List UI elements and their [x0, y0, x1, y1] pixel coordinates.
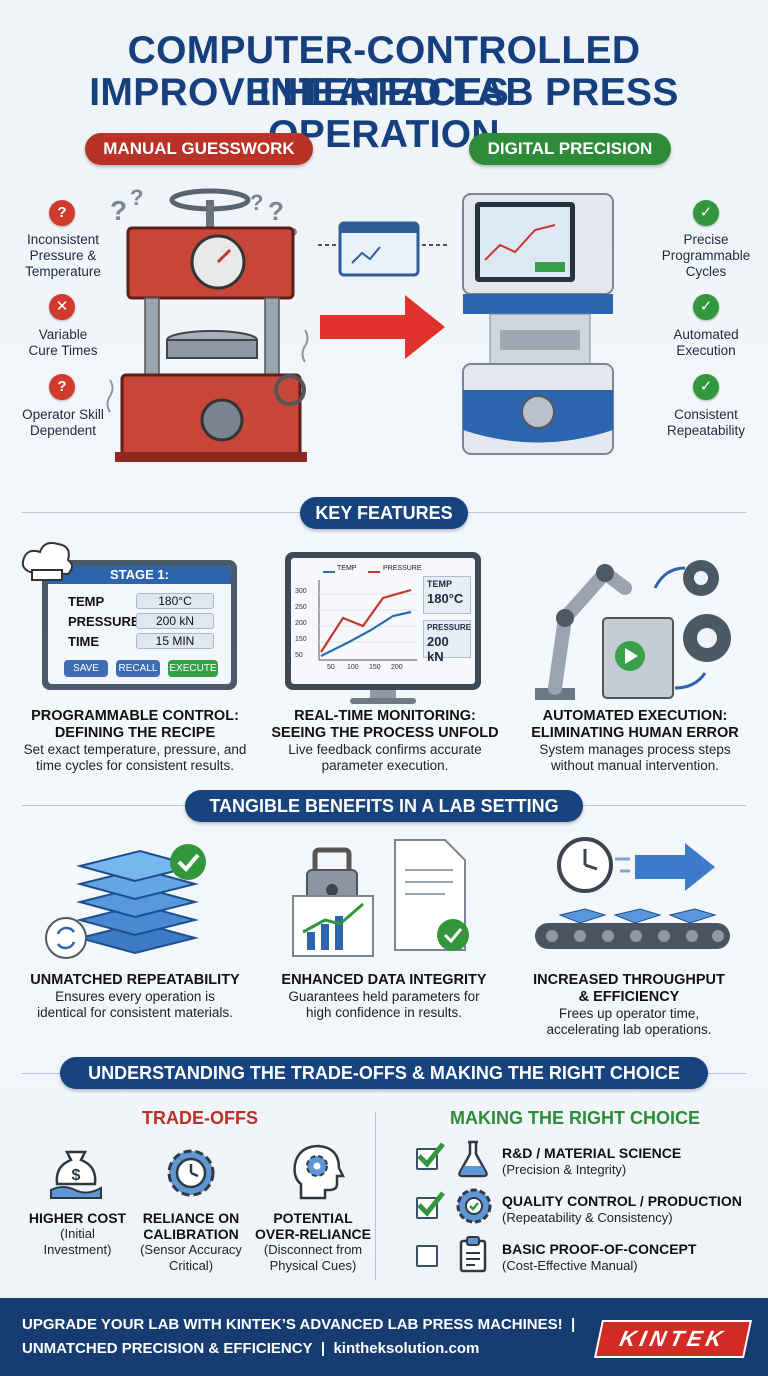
digital-point-3: Consistent Repeatability	[666, 407, 746, 438]
recipe-pressure-value[interactable]: 200 kN	[136, 613, 214, 629]
temp-readout: TEMP 180°C	[423, 576, 471, 614]
recall-button[interactable]: RECALL	[116, 660, 160, 677]
feature-programmable-control: PROGRAMMABLE CONTROL: DEFINING THE RECIP…	[23, 708, 247, 773]
manual-point-3: Operator Skill Dependent	[22, 407, 104, 438]
manual-press-illustration: ? ? ? ? ?	[106, 185, 309, 462]
recipe-temp-value[interactable]: 180°C	[136, 593, 214, 609]
x-tick: 50	[327, 664, 335, 671]
benefit-repeatability: UNMATCHED REPEATABILITY Ensures every op…	[30, 972, 240, 1020]
recipe-time-label: TIME	[68, 634, 100, 649]
footer-line-2: UNMATCHED PRECISION & EFFICIENCY | kinth…	[22, 1340, 480, 1357]
y-tick: 250	[295, 604, 307, 611]
choice-checkbox-poc[interactable]	[416, 1245, 438, 1267]
throughput-illustration	[535, 837, 730, 949]
feature-automated-execution: AUTOMATED EXECUTION: ELIMINATING HUMAN E…	[531, 708, 739, 773]
y-tick: 300	[295, 588, 307, 595]
transition-arrow-illustration	[318, 221, 450, 359]
manual-point-2: Variable Cure Times	[28, 327, 98, 358]
digital-point-1: Precise Programmable Cycles	[661, 232, 751, 279]
footer-banner: UPGRADE YOUR LAB WITH KINTEK’S ADVANCED …	[0, 1298, 768, 1376]
x-icon: ✕	[49, 294, 75, 320]
check-icon: ✓	[693, 374, 719, 400]
choice-poc: BASIC PROOF-OF-CONCEPT (Cost-Effective M…	[502, 1241, 697, 1273]
stacked-layers-illustration	[45, 844, 206, 959]
digital-point-2: Automated Execution	[673, 327, 739, 358]
making-choice-label: MAKING THE RIGHT CHOICE	[450, 1108, 700, 1128]
svg-text:?: ?	[130, 185, 143, 210]
check-icon: ✓	[693, 200, 719, 226]
save-button[interactable]: SAVE	[64, 660, 108, 677]
check-mark-icon	[417, 1191, 445, 1217]
svg-text:$: $	[72, 1167, 81, 1184]
key-features-heading: KEY FEATURES	[300, 497, 468, 529]
clipboard-icon	[459, 1236, 487, 1273]
y-tick: 200	[295, 620, 307, 627]
digital-press-illustration	[462, 193, 614, 455]
svg-text:?: ?	[250, 190, 263, 215]
badge-gear-icon	[456, 1188, 492, 1224]
kintek-logo[interactable]: KINTEK	[593, 1320, 753, 1358]
robot-arm-illustration	[535, 560, 731, 700]
flask-icon	[458, 1140, 488, 1178]
legend-temp: TEMP	[337, 565, 357, 572]
data-integrity-illustration	[292, 839, 469, 957]
tradeoff-calibration: RELIANCE ON CALIBRATION (Sensor Accuracy…	[140, 1210, 242, 1273]
tradeoffs-label: TRADE-OFFS	[142, 1108, 258, 1128]
feature-real-time-monitoring: REAL-TIME MONITORING: SEEING THE PROCESS…	[271, 708, 499, 773]
benefit-data-integrity: ENHANCED DATA INTEGRITY Guarantees held …	[281, 972, 487, 1020]
footer-url-link[interactable]: kintheksolution.com	[333, 1340, 480, 1357]
monitor-base	[350, 698, 416, 704]
choice-qc: QUALITY CONTROL / PRODUCTION (Repeatabil…	[502, 1193, 742, 1225]
digital-precision-label: DIGITAL PRECISION	[469, 133, 671, 165]
choice-rnd: R&D / MATERIAL SCIENCE (Precision & Inte…	[502, 1145, 682, 1177]
legend-pressure: PRESSURE	[383, 565, 422, 572]
y-tick: 150	[295, 636, 307, 643]
recipe-stage-label: STAGE 1:	[48, 566, 231, 584]
recipe-temp-label: TEMP	[68, 594, 105, 609]
y-tick: 50	[295, 652, 303, 659]
tradeoff-over-reliance: POTENTIAL OVER-RELIANCE (Disconnect from…	[255, 1210, 371, 1273]
svg-text:?: ?	[110, 195, 127, 226]
chef-hat-icon	[21, 542, 73, 581]
question-icon: ?	[49, 374, 75, 400]
benefits-heading: TANGIBLE BENEFITS IN A LAB SETTING	[185, 790, 583, 822]
x-tick: 150	[369, 664, 381, 671]
recipe-pressure-label: PRESSURE	[68, 614, 140, 629]
x-tick: 200	[391, 664, 403, 671]
manual-guesswork-label: MANUAL GUESSWORK	[85, 133, 313, 165]
monitor-stand	[370, 690, 396, 700]
question-icon: ?	[49, 200, 75, 226]
execute-button[interactable]: EXECUTE	[168, 660, 218, 677]
manual-point-1: Inconsistent Pressure & Temperature	[25, 232, 101, 279]
footer-line-1: UPGRADE YOUR LAB WITH KINTEK’S ADVANCED …	[22, 1316, 576, 1333]
check-mark-icon	[417, 1142, 445, 1168]
column-divider	[375, 1112, 376, 1280]
page-title-line-1: COMPUTER-CONTROLLED INTERFACES	[127, 29, 641, 114]
tradeoff-higher-cost: HIGHER COST (Initial Investment)	[28, 1210, 127, 1257]
tradeoffs-heading: UNDERSTANDING THE TRADE-OFFS & MAKING TH…	[60, 1057, 708, 1089]
gear-clock-icon	[167, 1149, 215, 1197]
check-icon: ✓	[693, 294, 719, 320]
x-tick: 100	[347, 664, 359, 671]
recipe-time-value[interactable]: 15 MIN	[136, 633, 214, 649]
money-bag-icon: $	[50, 1150, 102, 1199]
recipe-screen: STAGE 1: TEMP 180°C PRESSURE 200 kN TIME…	[42, 560, 237, 690]
pressure-readout: PRESSURE 200 kN	[423, 620, 471, 664]
svg-text:?: ?	[268, 196, 284, 226]
benefit-throughput: INCREASED THROUGHPUT & EFFICIENCY Frees …	[533, 972, 725, 1037]
monitor-screen: TEMP PRESSURE 300 250 200 150 50 50 100 …	[285, 552, 481, 690]
monitor-chart	[318, 571, 417, 661]
head-gear-icon	[293, 1144, 346, 1200]
